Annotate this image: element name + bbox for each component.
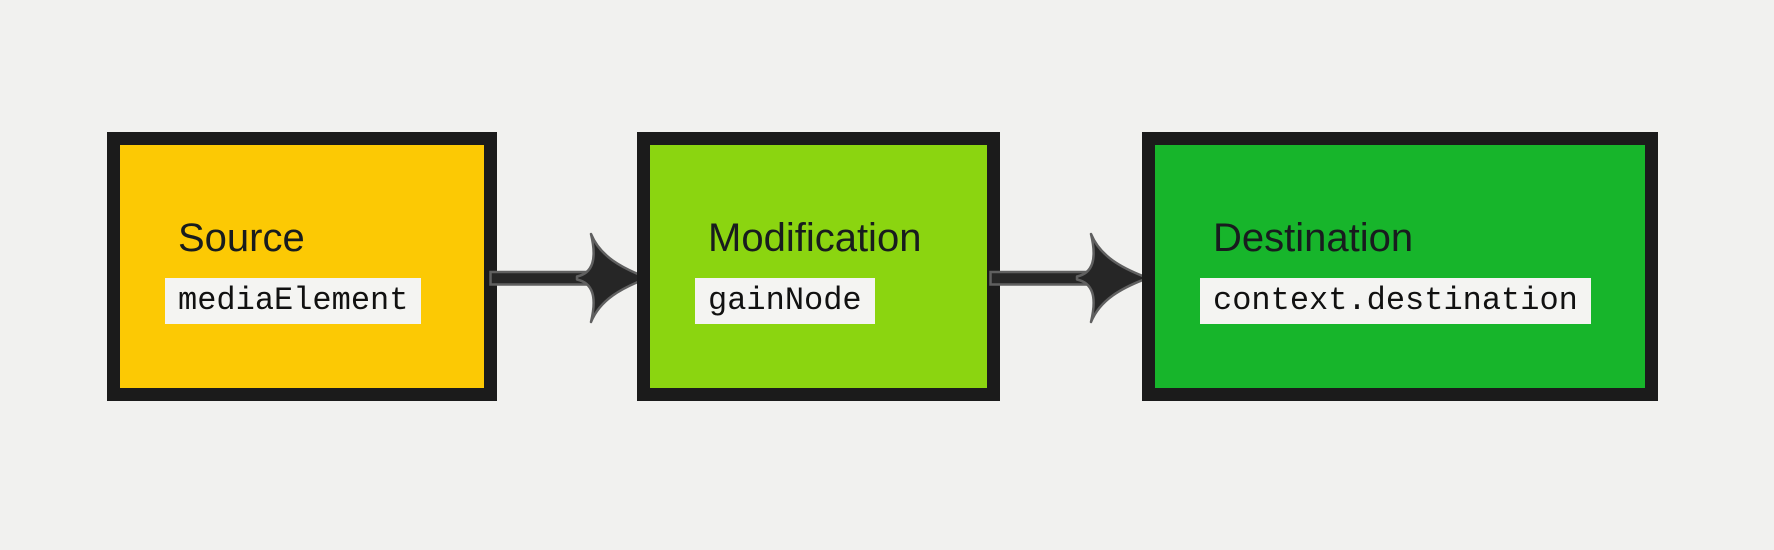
node-source-code-chip: mediaElement [165,278,422,324]
node-modification: Modification gainNode [637,132,1000,401]
node-modification-label: Modification [708,216,922,260]
connector-modification-to-destination [988,228,1153,328]
node-source-label: Source [178,216,305,260]
node-source: Source mediaElement [107,132,497,401]
node-modification-code-chip: gainNode [695,278,875,324]
arrow-right-icon [489,232,650,324]
arrow-right-icon [989,232,1150,324]
node-destination-label: Destination [1213,216,1414,260]
node-destination: Destination context.destination [1142,132,1658,401]
connector-source-to-modification [488,228,653,328]
node-destination-code-chip: context.destination [1200,278,1591,324]
